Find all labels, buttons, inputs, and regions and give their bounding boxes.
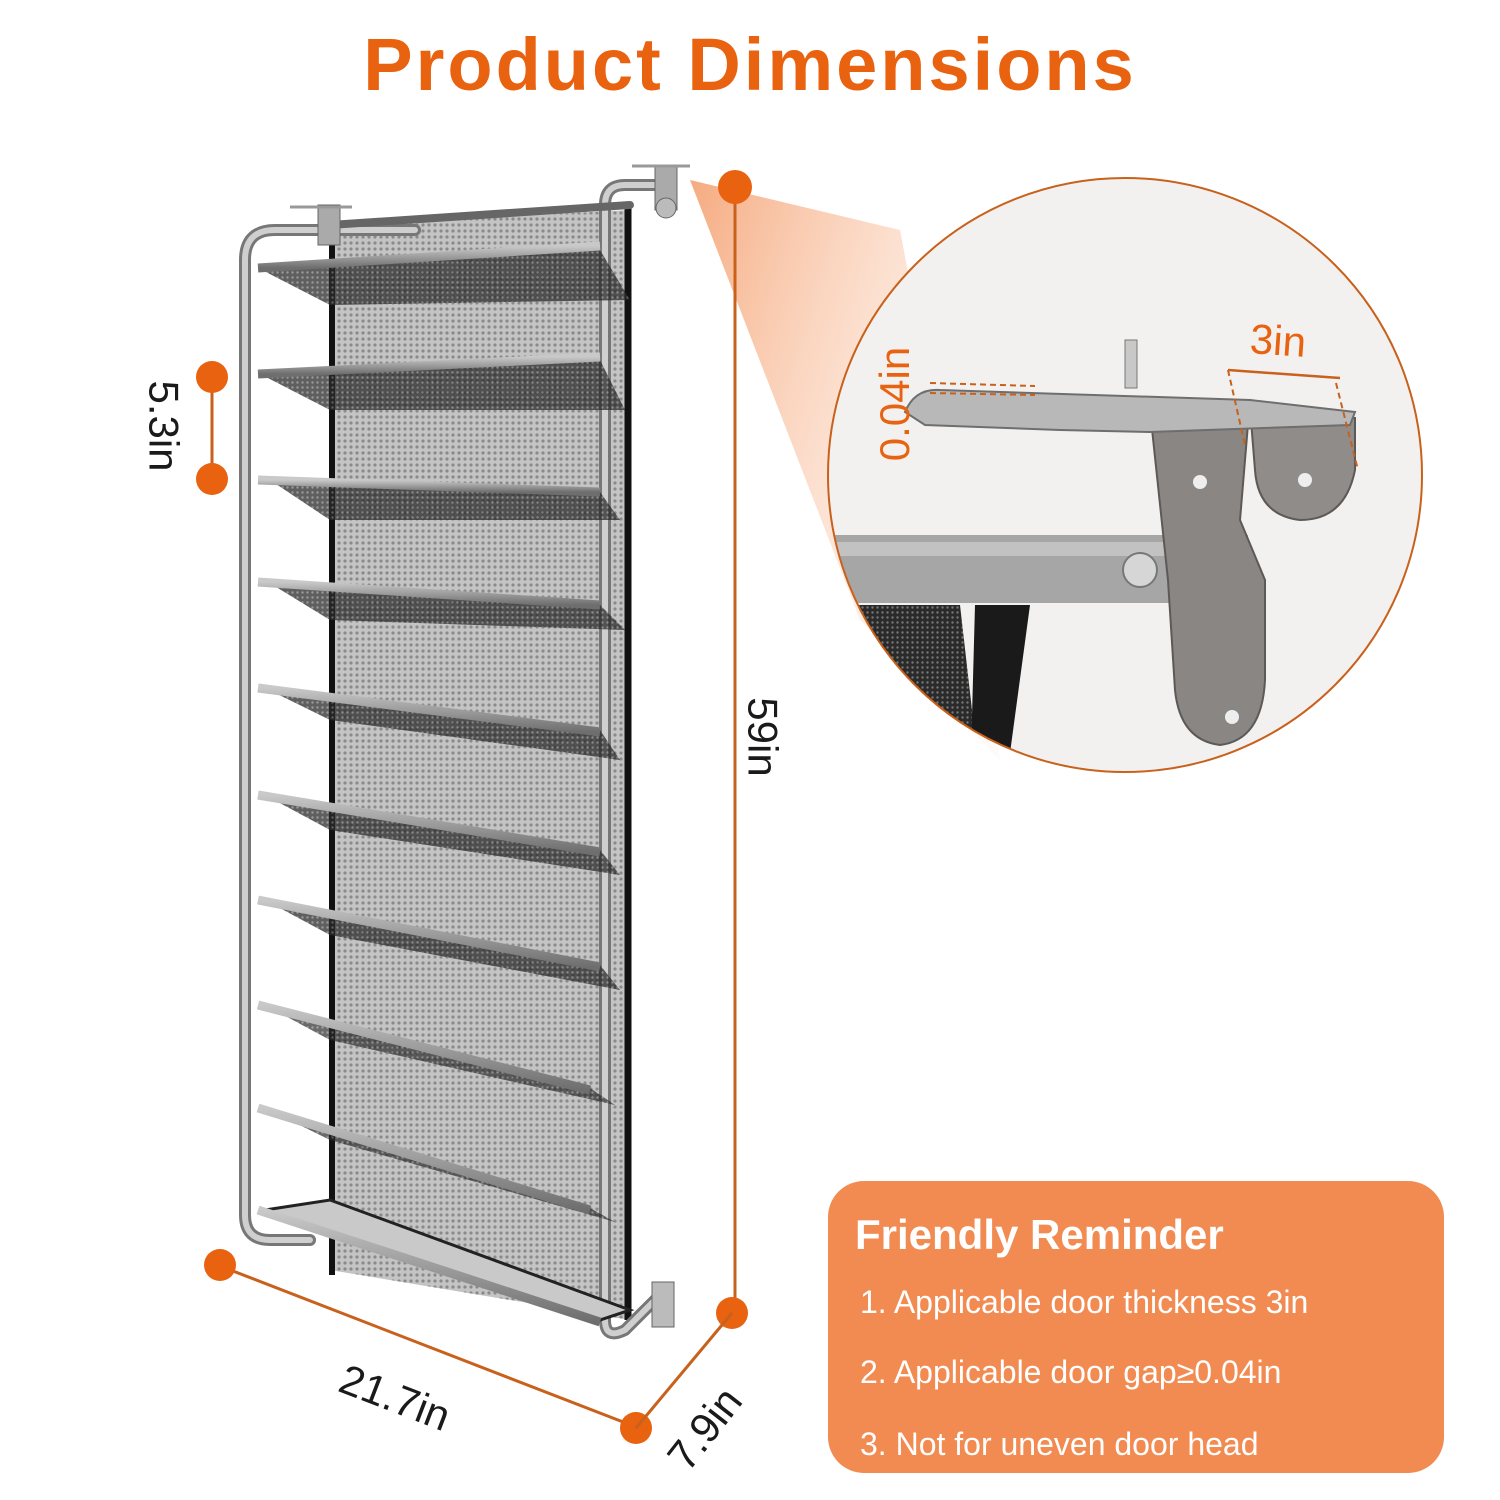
shelf-tier-5 bbox=[257, 683, 620, 760]
friendly-reminder-box: Friendly Reminder 1. Applicable door thi… bbox=[828, 1181, 1444, 1473]
dim-depth bbox=[634, 1312, 734, 1429]
shelf-tiers bbox=[256, 241, 635, 1327]
shelf-tier-9 bbox=[256, 1103, 615, 1222]
height-label: 59in bbox=[739, 697, 787, 777]
door-thickness-label: 3in bbox=[1248, 315, 1308, 366]
reminder-title: Friendly Reminder bbox=[855, 1211, 1224, 1258]
shelf-spacing-label: 5.3in bbox=[140, 380, 188, 472]
shelf-tier-7 bbox=[257, 895, 620, 990]
shelf-tier-6 bbox=[257, 790, 620, 875]
shelf-tier-10 bbox=[256, 1198, 635, 1327]
shelf-tier-8 bbox=[256, 1000, 615, 1105]
hook-detail-circle bbox=[827, 177, 1423, 773]
shelf-tier-2 bbox=[257, 352, 625, 410]
reminder-item: 2. Applicable door gap≥0.04in bbox=[860, 1354, 1282, 1390]
shelf-tier-1 bbox=[257, 241, 630, 305]
rack-frame bbox=[239, 179, 671, 1340]
shelf-tier-4 bbox=[257, 577, 625, 630]
door-hook-right bbox=[632, 164, 690, 219]
reminder-item: 1. Applicable door thickness 3in bbox=[860, 1284, 1309, 1320]
hook-gap-label: 0.04in bbox=[871, 346, 919, 462]
door-hook-left bbox=[290, 204, 352, 246]
shelf-tier-3 bbox=[257, 475, 620, 520]
door-hook-bottom bbox=[651, 1281, 675, 1328]
dim-shelf-spacing bbox=[196, 361, 228, 495]
page-title: Product Dimensions bbox=[363, 23, 1137, 106]
reminder-item: 3. Not for uneven door head bbox=[860, 1426, 1259, 1462]
